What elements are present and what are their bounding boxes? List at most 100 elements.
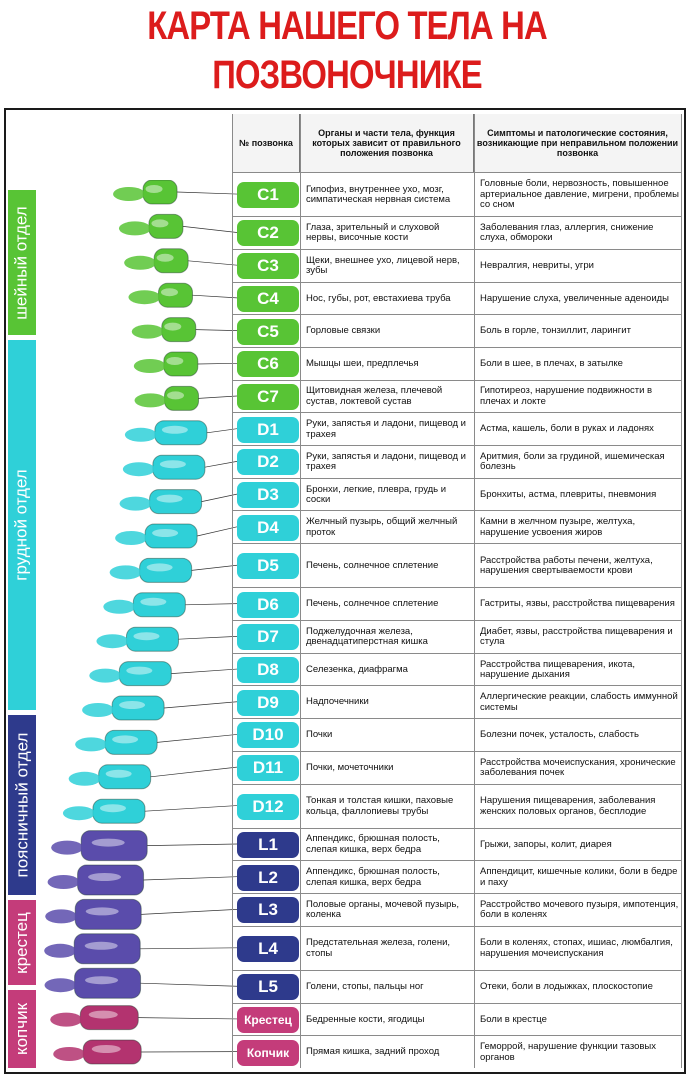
leader-line <box>144 805 238 812</box>
vertebra-highlight-shape <box>112 735 139 744</box>
table-row: D12 Тонкая и толстая кишки, паховые кольц… <box>232 783 682 828</box>
leader-line <box>147 843 238 846</box>
organs-cell: Тонкая и толстая кишки, паховые кольца, … <box>306 795 454 817</box>
organs-cell: Селезенка, диафрагма <box>306 663 408 675</box>
organs-cell: Желчный пузырь, общий желчный проток <box>306 516 458 538</box>
vertebra-badge: L2 <box>237 864 299 891</box>
symptoms-cell: Боль в горле, тонзиллит, ларингит <box>480 325 631 337</box>
vertebra-highlight-shape <box>85 976 119 985</box>
symptoms-cell: Боли в шее, в плечах, в затылке <box>480 358 623 370</box>
vertebra-badge: L3 <box>237 897 299 924</box>
table-row: D7 Поджелудочная железа, двенадцатиперстн… <box>232 620 682 653</box>
leader-line <box>157 734 238 743</box>
leader-line <box>192 294 238 299</box>
vertebra-highlight-shape <box>151 219 169 228</box>
vertebra-badge: D8 <box>237 657 299 684</box>
vertebra-process-shape <box>119 496 152 511</box>
leader-line <box>164 701 238 709</box>
organs-cell: Почки <box>306 729 333 741</box>
vertebra-process-shape <box>50 1012 83 1027</box>
vertebra-highlight-shape <box>145 185 163 193</box>
leader-line <box>201 493 238 502</box>
vertebra-process-shape <box>89 668 122 683</box>
symptoms-cell: Невралгия, невриты, угри <box>480 259 594 271</box>
vertebra-badge: D7 <box>237 624 299 651</box>
symptoms-cell: Головные боли, нервозность, повышенное а… <box>480 178 679 211</box>
vertebra-badge: C4 <box>237 285 299 312</box>
vertebra-process-shape <box>134 393 167 408</box>
vertebra-badge: D12 <box>237 793 299 820</box>
vertebra-highlight-shape <box>88 873 122 881</box>
organs-cell: Голени, стопы, пальцы ног <box>306 980 424 992</box>
symptoms-cell: Расстройства пищеварения, икота, нарушен… <box>480 658 636 681</box>
vertebra-badge: D3 <box>237 482 299 509</box>
table-grid-line <box>300 114 301 1068</box>
section-bar-cervical: шейный отдел <box>8 190 36 335</box>
header-organs: Органы и части тела, функция которых зав… <box>300 114 474 172</box>
symptoms-cell: Боли в коленях, стопах, ишиас, люмбалгия… <box>480 937 673 959</box>
vertebra-process-shape <box>109 565 142 580</box>
organs-cell: Почки, мочеточники <box>306 761 394 773</box>
table-row: L2 Аппендикс, брюшная полость, слепая киш… <box>232 860 682 893</box>
leader-line <box>150 766 238 778</box>
organs-cell: Мышцы шеи, предплечья <box>306 358 419 370</box>
vertebra-highlight-shape <box>105 769 132 778</box>
organs-cell: Поджелудочная железа, двенадцатиперстная… <box>306 625 428 648</box>
vertebra-process-shape <box>62 806 95 821</box>
organs-cell: Бронхи, легкие, плевра, грудь и соски <box>306 483 447 506</box>
vertebra-badge: D9 <box>237 689 299 716</box>
leader-line <box>204 461 238 468</box>
vertebra-process-shape <box>118 221 151 236</box>
leader-line <box>140 982 238 987</box>
organs-cell: Печень, солнечное сплетение <box>306 598 439 610</box>
vertebra-process-shape <box>122 462 155 477</box>
vertebra-badge: D2 <box>237 449 299 476</box>
symptoms-cell: Нарушения пищеварения, заболевания женск… <box>480 795 656 817</box>
vertebra-badge: C6 <box>237 351 299 378</box>
vertebra-highlight-shape <box>99 804 126 813</box>
vertebra-badge: Копчик <box>237 1039 299 1066</box>
symptoms-cell: Аппендицит, кишечные колики, боли в бедр… <box>480 866 678 888</box>
vertebra-highlight-shape <box>88 1010 118 1019</box>
vertebra-highlight-shape <box>140 597 167 606</box>
organs-cell: Аппендикс, брюшная полость, слепая кишка… <box>306 866 440 888</box>
vertebra-process-shape <box>53 1047 86 1061</box>
vertebra-badge: Крестец <box>237 1006 299 1033</box>
section-bar-sacrum: крестец <box>8 900 36 985</box>
vertebra-process-shape <box>47 875 80 889</box>
vertebra-badge: L4 <box>237 935 299 962</box>
section-bar-coccyx: копчик <box>8 990 36 1068</box>
symptoms-cell: Камни в желчном пузыре, желтуха, нарушен… <box>480 516 636 538</box>
symptoms-cell: Аллергические реакции, слабость иммунной… <box>480 691 678 713</box>
leader-line <box>140 947 238 950</box>
symptoms-cell: Нарушение слуха, увеличенные аденоиды <box>480 292 670 304</box>
vertebra-badge: D1 <box>237 416 299 443</box>
organs-cell: Щитовидная железа, плечевой сустав, локт… <box>306 385 443 407</box>
vertebra-process-shape <box>113 187 146 201</box>
leader-line <box>141 909 238 915</box>
vertebra-badge: D11 <box>237 755 299 782</box>
leader-line <box>138 1017 238 1020</box>
vertebra-badge: L1 <box>237 831 299 858</box>
leader-line <box>182 226 238 233</box>
vertebra-process-shape <box>45 909 78 924</box>
header-num: № позвонка <box>232 114 300 172</box>
vertebra-highlight-shape <box>85 907 119 916</box>
vertebra-process-shape <box>124 427 157 442</box>
vertebra-highlight-shape <box>152 529 179 537</box>
vertebra-highlight-shape <box>159 460 186 469</box>
vertebra-highlight-shape <box>84 941 118 950</box>
symptoms-cell: Гипотиреоз, нарушение подвижности в плеч… <box>480 385 653 407</box>
vertebra-highlight-shape <box>166 357 184 365</box>
vertebra-badge: C1 <box>237 182 299 209</box>
leader-line <box>143 876 238 881</box>
